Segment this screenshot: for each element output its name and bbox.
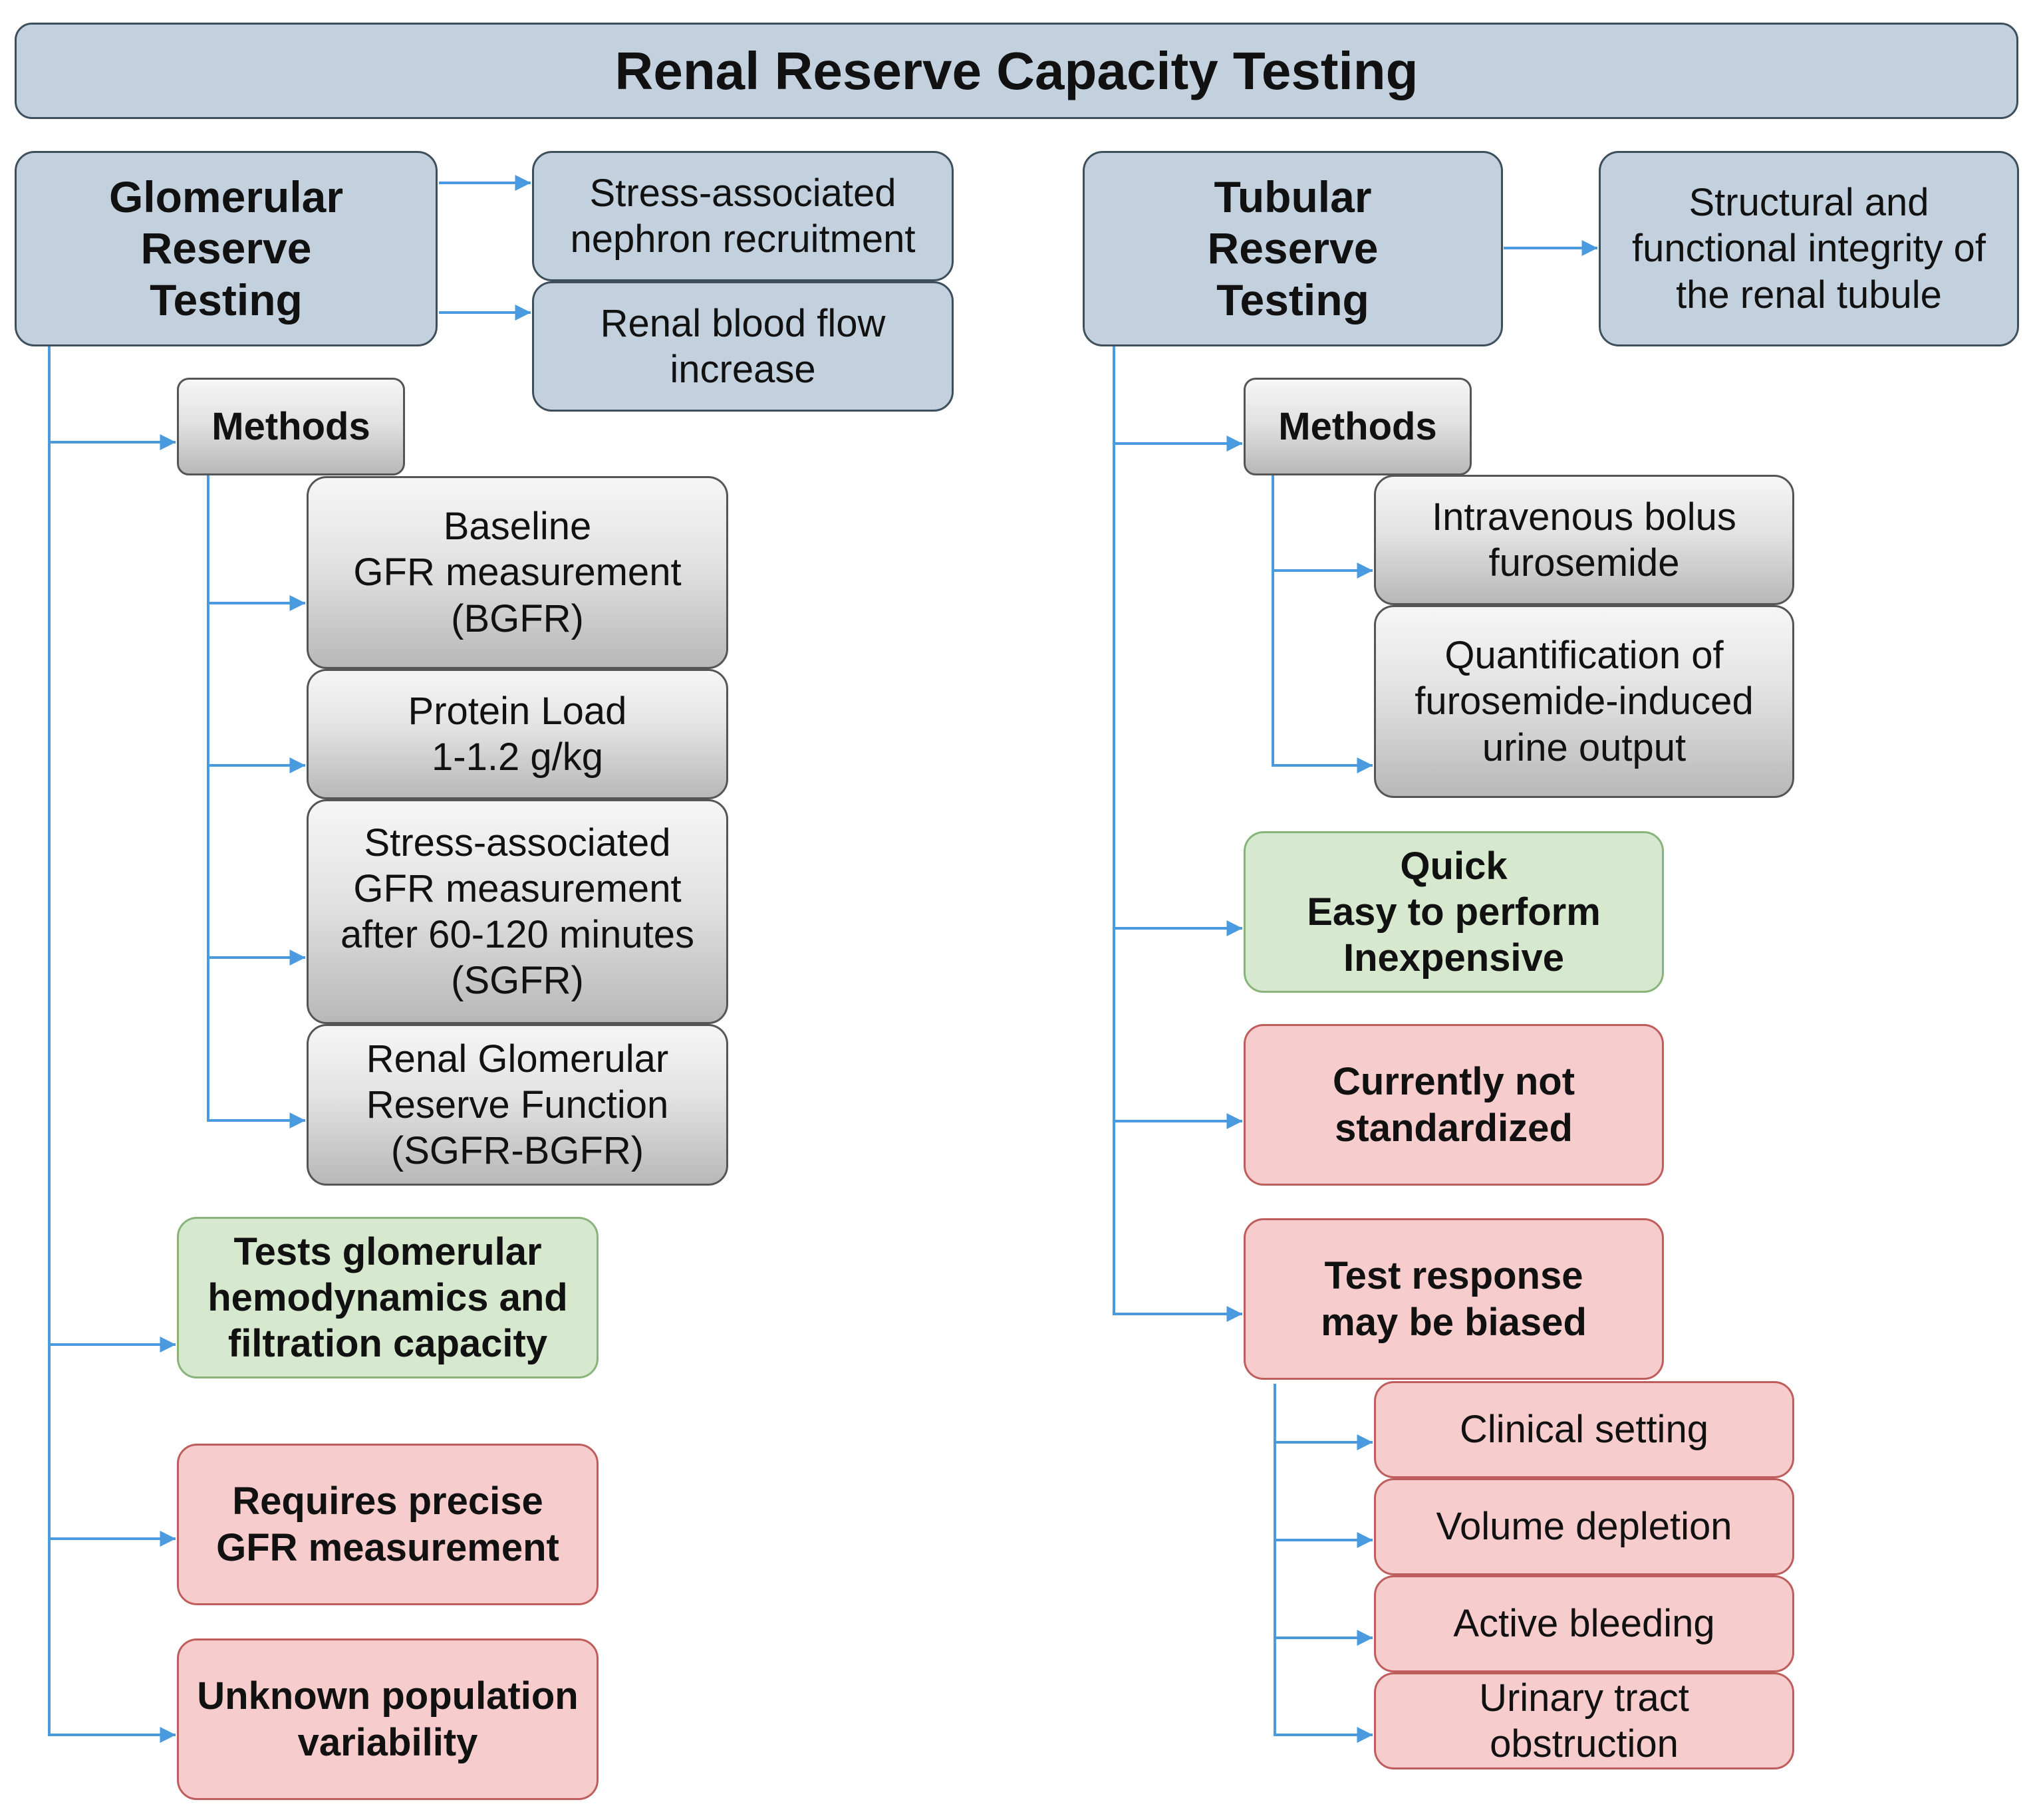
glomerular-advantage: Tests glomerular hemodynamics and filtra… xyxy=(177,1217,599,1378)
bias-factor-urinary-obstruction: Urinary tract obstruction xyxy=(1374,1672,1794,1769)
glomerular-header: Glomerular Reserve Testing xyxy=(15,151,438,346)
bias-factor-volume-depletion: Volume depletion xyxy=(1374,1478,1794,1575)
glomerular-effect-recruitment: Stress-associated nephron recruitment xyxy=(532,151,954,281)
bias-factor-active-bleeding: Active bleeding xyxy=(1374,1575,1794,1672)
glomerular-method-stress-gfr: Stress-associated GFR measurement after … xyxy=(307,799,728,1024)
glomerular-limitation-precise-gfr: Requires precise GFR measurement xyxy=(177,1444,599,1605)
tubular-method-urine-output: Quantification of furosemide-induced uri… xyxy=(1374,605,1794,798)
tubular-limitation-not-standardized: Currently not standardized xyxy=(1244,1024,1664,1186)
glomerular-limitation-population-variability: Unknown population variability xyxy=(177,1638,599,1800)
glomerular-method-reserve-function: Renal Glomerular Reserve Function (SGFR-… xyxy=(307,1024,728,1186)
glomerular-effect-blood-flow: Renal blood flow increase xyxy=(532,281,954,412)
tubular-advantage: Quick Easy to perform Inexpensive xyxy=(1244,831,1664,993)
glomerular-methods-label: Methods xyxy=(177,378,405,475)
tubular-method-furosemide-bolus: Intravenous bolus furosemide xyxy=(1374,475,1794,605)
glomerular-method-protein-load: Protein Load 1-1.2 g/kg xyxy=(307,669,728,799)
tubular-limitation-biased-response: Test response may be biased xyxy=(1244,1218,1664,1380)
diagram-title: Renal Reserve Capacity Testing xyxy=(15,23,2018,119)
glomerular-method-baseline-gfr: Baseline GFR measurement (BGFR) xyxy=(307,476,728,669)
bias-factor-clinical-setting: Clinical setting xyxy=(1374,1381,1794,1478)
tubular-methods-label: Methods xyxy=(1244,378,1472,475)
tubular-header: Tubular Reserve Testing xyxy=(1083,151,1503,346)
tubular-effect-integrity: Structural and functional integrity of t… xyxy=(1599,151,2019,346)
